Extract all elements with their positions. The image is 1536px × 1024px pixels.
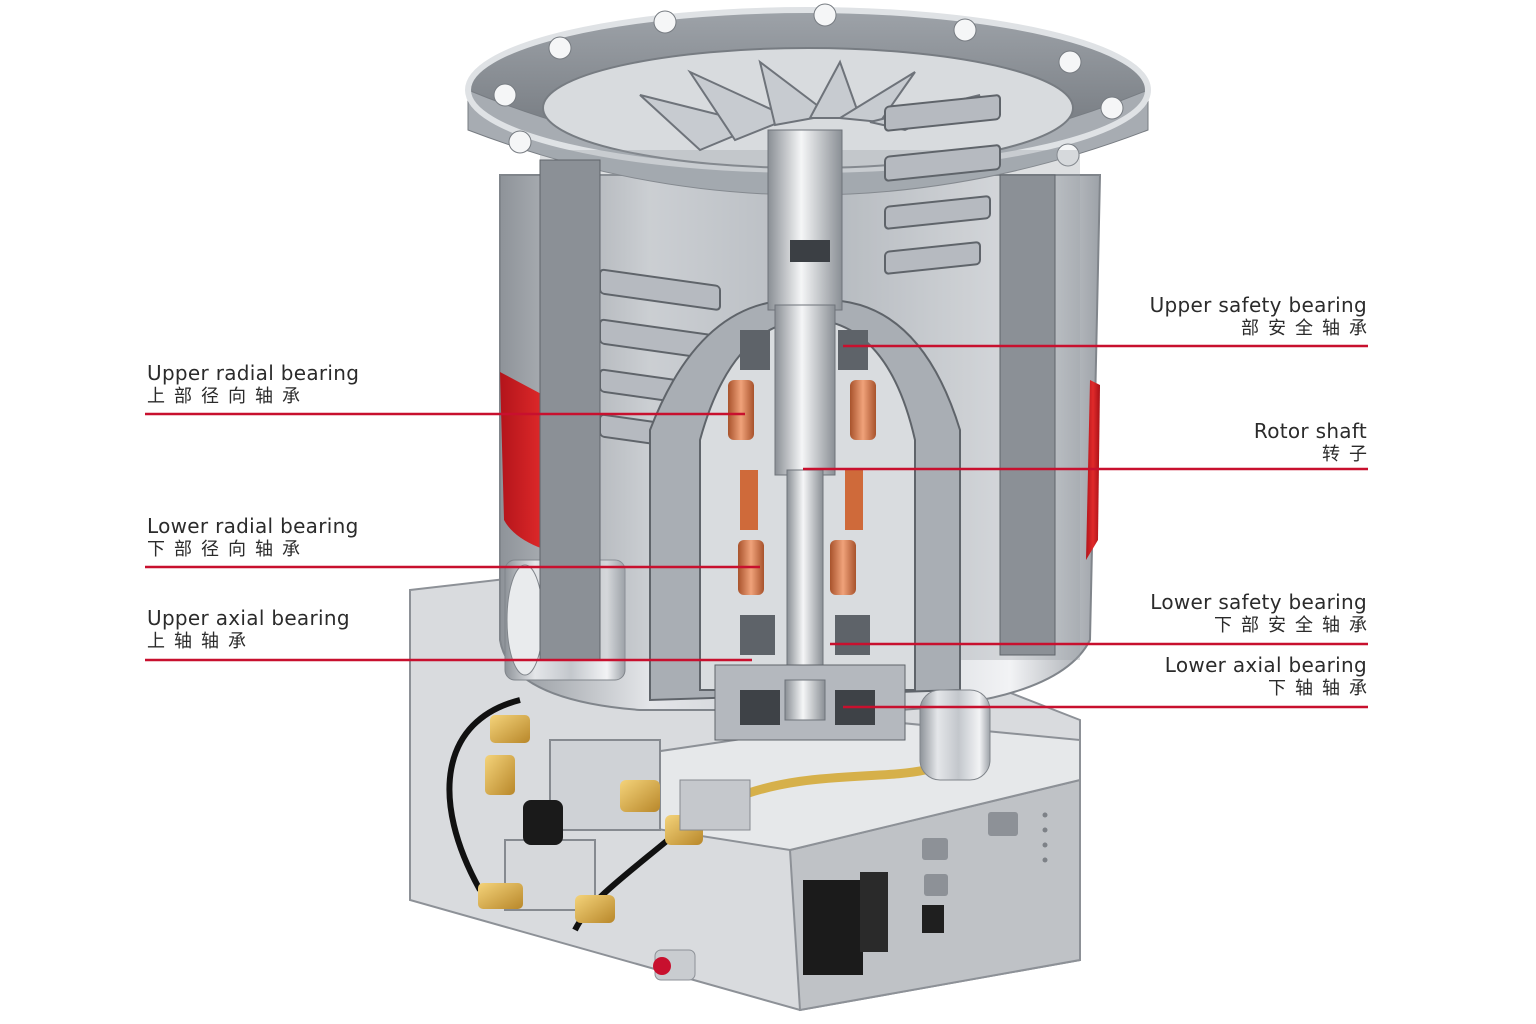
label-en: Lower safety bearing [1150, 590, 1367, 614]
label-zh: 下部径向轴承 [147, 539, 309, 560]
label-en: Lower axial bearing [1164, 653, 1367, 677]
label-en: Upper axial bearing [147, 606, 350, 630]
cutaway-interior [539, 59, 1080, 781]
label-upper-radial-bearing: Upper radial bearing 上部径向轴承 [147, 362, 359, 408]
label-rotor-shaft: Rotor shaft 转子 [1254, 420, 1367, 466]
label-zh: 下部安全轴承 [1214, 615, 1376, 636]
label-zh: 部安全轴承 [1241, 318, 1376, 339]
label-lower-radial-bearing: Lower radial bearing 下部径向轴承 [147, 515, 359, 561]
leader-lines [145, 344, 1368, 709]
label-zh: 下轴轴承 [1268, 678, 1376, 699]
label-upper-axial-bearing: Upper axial bearing 上轴轴承 [147, 607, 350, 653]
label-zh: 上轴轴承 [147, 631, 255, 652]
cooling-fittings [446, 697, 926, 932]
label-en: Upper safety bearing [1149, 293, 1367, 317]
label-lower-safety-bearing: Lower safety bearing 下部安全轴承 [1150, 591, 1367, 637]
label-upper-safety-bearing: Upper safety bearing 部安全轴承 [1150, 294, 1367, 340]
inlet-flange [465, 3, 1151, 196]
label-en: Lower radial bearing [147, 514, 359, 538]
label-en: Rotor shaft [1253, 419, 1367, 443]
label-en: Upper radial bearing [147, 361, 360, 385]
label-lower-axial-bearing: Lower axial bearing 下轴轴承 [1165, 654, 1367, 700]
label-zh: 转子 [1322, 444, 1376, 465]
label-zh: 上部径向轴承 [147, 386, 309, 407]
